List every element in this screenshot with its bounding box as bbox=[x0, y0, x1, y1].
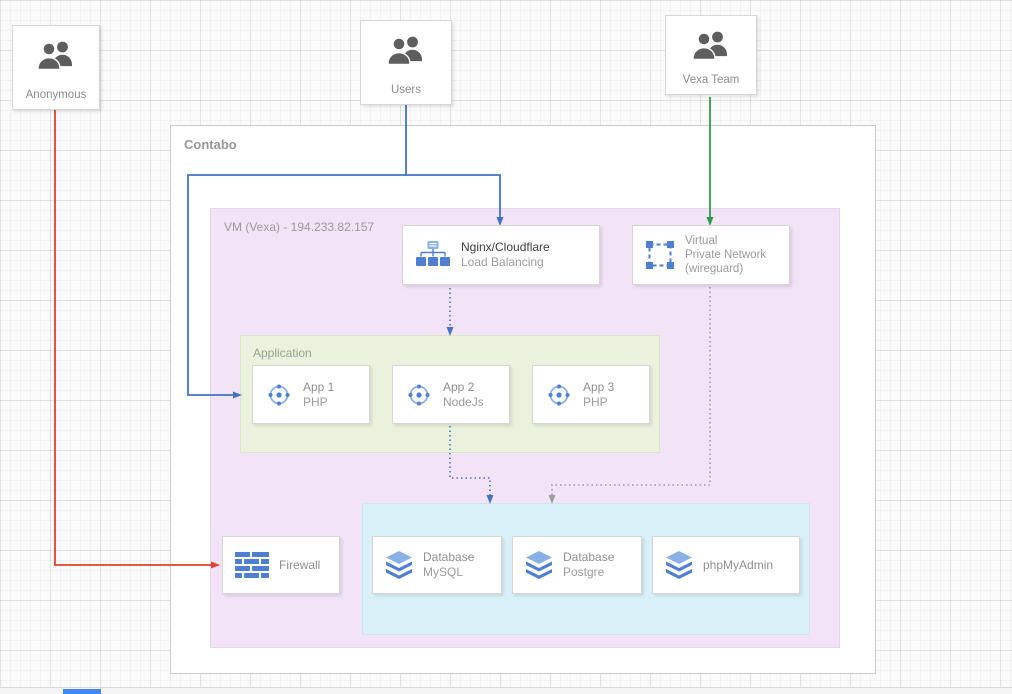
node-database-postgre-title: Database bbox=[563, 550, 615, 564]
database-icon bbox=[666, 551, 692, 579]
node-load-balancer-title: Nginx/Cloudflare bbox=[461, 240, 550, 254]
node-database-postgre-subtitle: Postgre bbox=[563, 565, 605, 579]
horizontal-scrollbar[interactable] bbox=[0, 687, 1012, 694]
firewall-icon bbox=[235, 552, 269, 578]
node-phpmyadmin-label: phpMyAdmin bbox=[703, 557, 774, 572]
users-icon bbox=[692, 31, 727, 61]
node-app2-subtitle: NodeJs bbox=[443, 394, 484, 409]
node-app1-title: App 1 bbox=[303, 379, 335, 394]
actor-users: Users bbox=[360, 20, 452, 105]
node-app2-title: App 2 bbox=[443, 379, 475, 394]
actor-anonymous-label: Anonymous bbox=[25, 89, 87, 101]
scrollbar-thumb[interactable] bbox=[63, 689, 101, 694]
node-app1-subtitle: PHP bbox=[303, 394, 328, 409]
load-balancer-icon bbox=[416, 241, 450, 266]
node-vpn: Virtual Private Network (wireguard) bbox=[632, 225, 790, 285]
actor-vexa-team: Vexa Team bbox=[665, 15, 757, 95]
node-load-balancer: Nginx/Cloudflare Load Balancing bbox=[402, 225, 600, 285]
node-database-postgre: Database Postgre bbox=[512, 536, 642, 594]
node-database-mysql: Database MySQL bbox=[372, 536, 502, 594]
node-app2: App 2 NodeJs bbox=[392, 365, 510, 424]
node-vpn-line2: Private Network bbox=[685, 249, 767, 261]
node-firewall: Firewall bbox=[222, 536, 340, 594]
container-contabo-label: Contabo bbox=[184, 137, 237, 152]
node-vpn-line3: (wireguard) bbox=[685, 263, 744, 275]
node-app3-subtitle: PHP bbox=[583, 394, 608, 409]
node-database-mysql-subtitle: MySQL bbox=[423, 565, 464, 579]
node-app1: App 1 PHP bbox=[252, 365, 370, 424]
actor-users-label: Users bbox=[390, 84, 422, 96]
database-icon bbox=[386, 551, 412, 579]
app-icon bbox=[548, 384, 570, 405]
node-load-balancer-subtitle: Load Balancing bbox=[461, 255, 544, 269]
vpn-icon bbox=[646, 241, 674, 269]
node-vpn-line1: Virtual bbox=[685, 235, 718, 247]
node-app3-title: App 3 bbox=[583, 379, 615, 394]
users-icon bbox=[387, 36, 422, 66]
app-icon bbox=[408, 384, 430, 405]
app-icon bbox=[268, 384, 290, 405]
node-app3: App 3 PHP bbox=[532, 365, 650, 424]
node-firewall-label: Firewall bbox=[279, 557, 321, 572]
node-database-mysql-title: Database bbox=[423, 550, 475, 564]
users-icon bbox=[37, 41, 72, 71]
actor-anonymous: Anonymous bbox=[12, 25, 100, 110]
database-icon bbox=[526, 551, 552, 579]
actor-vexa-team-label: Vexa Team bbox=[682, 74, 740, 86]
node-phpmyadmin: phpMyAdmin bbox=[652, 536, 800, 594]
